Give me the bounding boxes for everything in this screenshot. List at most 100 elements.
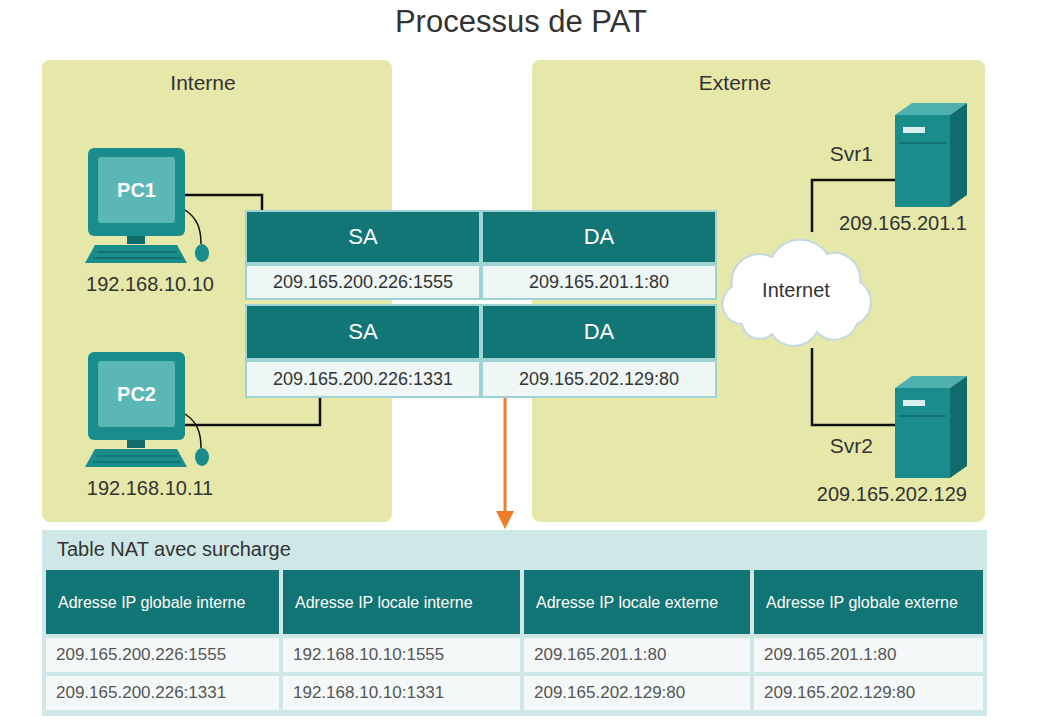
cloud-label: Internet — [762, 279, 830, 301]
nat-address-cell: 209.165.200.226:1331 — [44, 674, 281, 712]
nat-header-cell: Adresse IP globale interne — [44, 568, 281, 636]
pc-name-box: PC1 — [98, 157, 175, 223]
nat-address-text: 209.165.200.226:1331 — [56, 683, 226, 703]
server-line — [899, 415, 946, 417]
server-name: Svr1 — [830, 142, 873, 165]
nat-address-text: 209.165.202.129:80 — [764, 683, 915, 703]
network-link — [812, 180, 895, 232]
mouse — [195, 448, 209, 466]
nat-header-text: Adresse IP locale interne — [295, 593, 473, 612]
packet-address-cell: 209.165.200.226:1555 — [245, 264, 481, 300]
translation-arrowhead — [496, 511, 514, 529]
nat-header-text: Adresse IP globale interne — [58, 593, 245, 612]
keyboard-keys — [93, 257, 181, 259]
server-side — [950, 376, 967, 478]
pc-icon: PC1192.168.10.10 — [85, 148, 215, 266]
table-heading-box: Table NAT avec surcharge — [57, 537, 291, 561]
server-slot — [903, 127, 925, 133]
nat-address-text: 192.168.10.10:1555 — [293, 645, 444, 665]
ip-address: 209.165.202.129 — [817, 483, 967, 505]
mouse-cable — [185, 414, 201, 448]
packet-address-text: 209.165.201.1:80 — [529, 271, 669, 293]
packet-address-cell: 209.165.201.1:80 — [481, 264, 717, 300]
diagram-title: Processus de PAT — [395, 4, 647, 39]
keyboard-keys — [97, 455, 177, 457]
ip-address: 209.165.201.1 — [839, 212, 967, 234]
packet-address-text: 209.165.202.129:80 — [519, 368, 679, 390]
nat-address-cell: 209.165.202.129:80 — [752, 674, 985, 712]
ip-address: 192.168.10.11 — [87, 477, 213, 499]
ip-address-box: 192.168.10.11 — [87, 476, 213, 500]
ip-address-box: 209.165.202.129 — [817, 482, 967, 506]
packet-address-cell: 209.165.202.129:80 — [481, 360, 717, 398]
keyboard-keys — [93, 461, 181, 463]
server-shape — [895, 376, 967, 478]
packet-address-text: 209.165.200.226:1331 — [273, 368, 453, 390]
nat-address-text: 209.165.202.129:80 — [534, 683, 685, 703]
monitor-stand — [127, 236, 145, 244]
nat-address-cell: 209.165.201.1:80 — [752, 636, 985, 674]
cloud-label-box: Internet — [712, 278, 880, 302]
ip-address: 192.168.10.10 — [86, 273, 214, 295]
packet-header-cell: DA — [481, 304, 717, 360]
zone-heading-box: Externe — [699, 70, 771, 95]
nat-address-cell: 192.168.10.10:1555 — [281, 636, 522, 674]
nat-address-cell: 209.165.200.226:1555 — [44, 636, 281, 674]
pc-name: PC2 — [117, 382, 156, 406]
packet-header-cell: DA — [481, 210, 717, 264]
server-slot — [903, 400, 925, 406]
server-icon: Svr1209.165.201.1 — [895, 103, 967, 207]
zone-heading-box: Interne — [170, 70, 235, 95]
zone-heading: Interne — [170, 71, 235, 94]
keyboard — [85, 449, 187, 467]
pc-name-box: PC2 — [98, 361, 175, 427]
internet-cloud: Internet — [712, 232, 880, 348]
translation-arrow — [504, 398, 507, 513]
nat-header-cell: Adresse IP globale externe — [752, 568, 985, 636]
nat-address-text: 209.165.200.226:1555 — [56, 645, 226, 665]
monitor-body — [88, 352, 185, 440]
mouse-cable — [185, 210, 201, 244]
nat-header-cell: Adresse IP locale interne — [281, 568, 522, 636]
nat-header-cell: Adresse IP locale externe — [522, 568, 752, 636]
packet-address-text: 209.165.200.226:1555 — [273, 271, 453, 293]
packet-header-text: SA — [348, 319, 377, 345]
table-heading: Table NAT avec surcharge — [57, 538, 291, 560]
server-front — [895, 115, 950, 207]
nat-header-text: Adresse IP locale externe — [536, 593, 718, 612]
pc-name: PC1 — [117, 178, 156, 202]
nat-address-cell: 209.165.201.1:80 — [522, 636, 752, 674]
cloud-outline — [723, 240, 871, 346]
server-front — [895, 388, 950, 478]
nat-header-text: Adresse IP globale externe — [766, 593, 958, 612]
ip-address-box: 192.168.10.10 — [86, 272, 214, 296]
pc-shape — [85, 148, 215, 266]
keyboard — [85, 245, 187, 263]
server-name-box: Svr1 — [830, 141, 873, 166]
packet-header-text: SA — [348, 224, 377, 250]
server-line — [899, 142, 946, 144]
server-name: Svr2 — [830, 434, 873, 457]
server-icon: Svr2209.165.202.129 — [895, 376, 967, 478]
packet-header-cell: SA — [245, 210, 481, 264]
server-shape — [895, 103, 967, 207]
packet-header-cell: SA — [245, 304, 481, 360]
nat-address-text: 192.168.10.10:1331 — [293, 683, 444, 703]
keyboard-keys — [97, 251, 177, 253]
server-name-box: Svr2 — [830, 433, 873, 458]
mouse — [195, 244, 209, 262]
server-side — [950, 103, 967, 207]
packet-header-text: DA — [584, 319, 615, 345]
nat-address-cell: 192.168.10.10:1331 — [281, 674, 522, 712]
nat-address-text: 209.165.201.1:80 — [534, 645, 666, 665]
zone-heading: Externe — [699, 71, 771, 94]
network-link — [812, 348, 895, 425]
packet-header-text: DA — [584, 224, 615, 250]
monitor-stand — [127, 440, 145, 448]
monitor-screen — [98, 361, 175, 427]
monitor-screen — [98, 157, 175, 223]
nat-address-cell: 209.165.202.129:80 — [522, 674, 752, 712]
nat-address-text: 209.165.201.1:80 — [764, 645, 896, 665]
ip-address-box: 209.165.201.1 — [839, 211, 967, 235]
title-box: Processus de PAT — [0, 4, 1042, 40]
